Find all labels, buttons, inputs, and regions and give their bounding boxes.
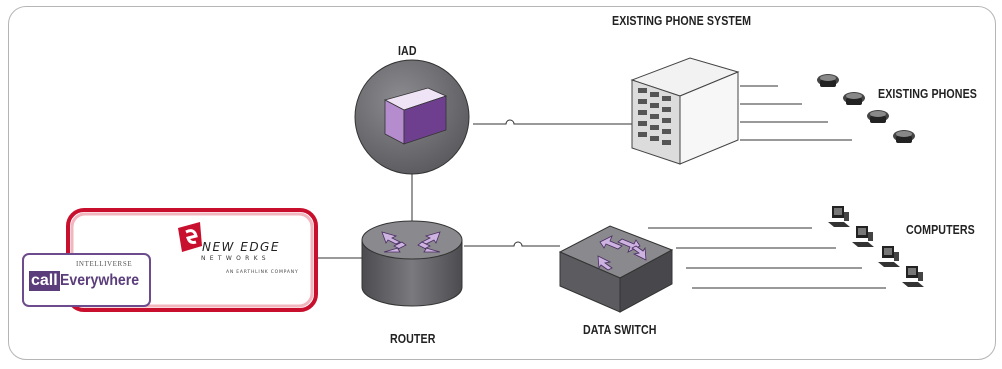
telephone-icon-1	[817, 74, 839, 87]
new-edge-logo-icon	[178, 222, 202, 252]
data-switch-label: DATA SWITCH	[583, 322, 657, 337]
link-iad-pbx	[473, 119, 632, 125]
pbx-icon	[630, 57, 740, 165]
router-icon	[381, 231, 441, 253]
link-router-switch	[464, 241, 560, 247]
router-node	[361, 220, 463, 307]
telephone-icon-2	[843, 92, 865, 105]
telephone-icon-3	[867, 110, 889, 123]
iad-node	[354, 59, 470, 175]
existing-phones-label: EXISTING PHONES	[878, 86, 977, 101]
existing-phone-system-label: EXISTING PHONE SYSTEM	[612, 13, 752, 28]
computer-icon-1	[828, 206, 850, 227]
computer-icon-2	[852, 226, 874, 247]
connections	[316, 85, 886, 289]
new-edge-tagline: AN EARTHLINK COMPANY	[226, 270, 299, 275]
computer-icon-4	[902, 266, 924, 287]
call-everywhere-badge: INTELLIVERSE call Everywhere	[22, 253, 151, 307]
router-label: ROUTER	[390, 331, 436, 346]
iad-label: IAD	[398, 43, 417, 58]
everywhere-label: Everywhere	[60, 272, 140, 289]
iad-device-icon	[383, 87, 448, 145]
call-label: call	[29, 271, 60, 291]
intelliverse-label: INTELLIVERSE	[76, 260, 133, 268]
data-switch-node	[558, 225, 674, 313]
computers-label: COMPUTERS	[906, 222, 975, 237]
telephone-icon-4	[893, 130, 915, 143]
switch-icon	[597, 235, 647, 271]
computer-icon-3	[878, 246, 900, 267]
new-edge-name: NEW EDGE	[202, 240, 280, 254]
new-edge-networks: NETWORKS	[201, 255, 270, 262]
